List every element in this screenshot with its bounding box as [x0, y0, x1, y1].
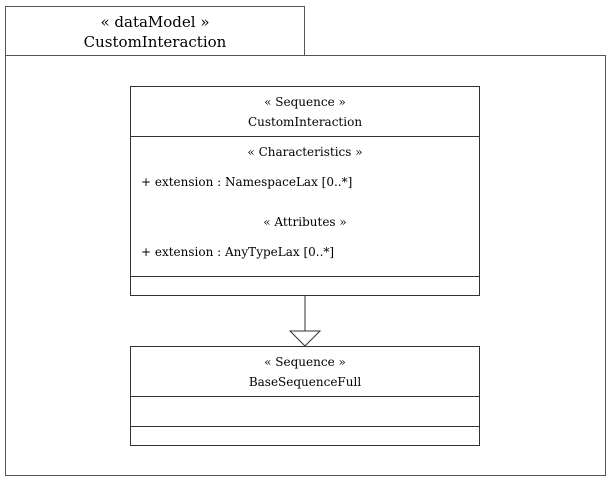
package-tab: « dataModel » CustomInteraction — [5, 6, 305, 56]
class-custom-interaction[interactable]: « Sequence » CustomInteraction « Charact… — [130, 86, 480, 296]
class-operations-compartment — [131, 427, 479, 445]
package-frame — [5, 55, 606, 476]
class-name-compartment: « Sequence » BaseSequenceFull — [131, 347, 479, 397]
class-operations-compartment — [131, 277, 479, 295]
class-base-sequence-full[interactable]: « Sequence » BaseSequenceFull — [130, 346, 480, 446]
attribute-extension: + extension : AnyTypeLax [0..*] — [141, 245, 335, 259]
class-name: BaseSequenceFull — [248, 375, 362, 389]
class-stereotype: « Sequence » — [264, 95, 346, 109]
characteristic-extension: + extension : NamespaceLax [0..*] — [141, 175, 353, 189]
attributes-label: « Attributes » — [263, 215, 347, 229]
class-members-compartment — [131, 397, 479, 427]
class-members-compartment: « Characteristics » + extension : Namesp… — [131, 137, 479, 277]
class-name: CustomInteraction — [247, 115, 363, 129]
package-name: CustomInteraction — [83, 33, 227, 51]
characteristics-label: « Characteristics » — [247, 145, 363, 159]
class-stereotype: « Sequence » — [264, 355, 346, 369]
package-stereotype: « dataModel » — [100, 13, 210, 31]
class-name-compartment: « Sequence » CustomInteraction — [131, 87, 479, 137]
